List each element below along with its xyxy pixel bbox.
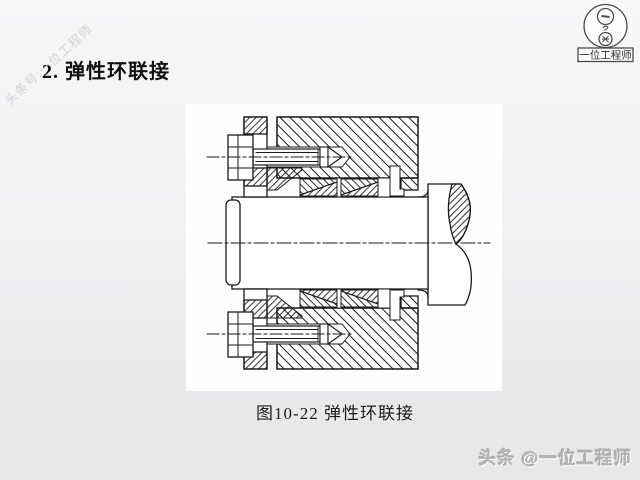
engineer-logo: 一位工程师 bbox=[577, 3, 634, 63]
bolt-lower bbox=[206, 311, 354, 358]
figure-caption: 图10-22 弹性环联接 bbox=[256, 404, 414, 423]
hex-head-upper bbox=[227, 134, 254, 181]
hub-lip-lower bbox=[266, 295, 303, 319]
elastic-rings-lower bbox=[299, 288, 405, 321]
stop-ring-upper bbox=[389, 165, 405, 197]
stop-ring-lower bbox=[389, 289, 405, 321]
elastic-rings-upper bbox=[299, 165, 405, 198]
shaft-shoulder bbox=[417, 183, 473, 306]
hub-lip-upper bbox=[266, 167, 303, 191]
logo-label-box bbox=[577, 47, 634, 63]
break-crescent-hatch bbox=[447, 183, 472, 245]
figure-elastic-ring-connection bbox=[206, 116, 491, 370]
logo-label: 一位工程师 bbox=[579, 49, 632, 62]
footer-watermark: 头条 @一位工程师 bbox=[478, 448, 632, 468]
page-title: 2. 弹性环联接 bbox=[42, 61, 170, 83]
bolt-upper bbox=[206, 134, 354, 181]
hex-head-lower bbox=[227, 311, 254, 358]
